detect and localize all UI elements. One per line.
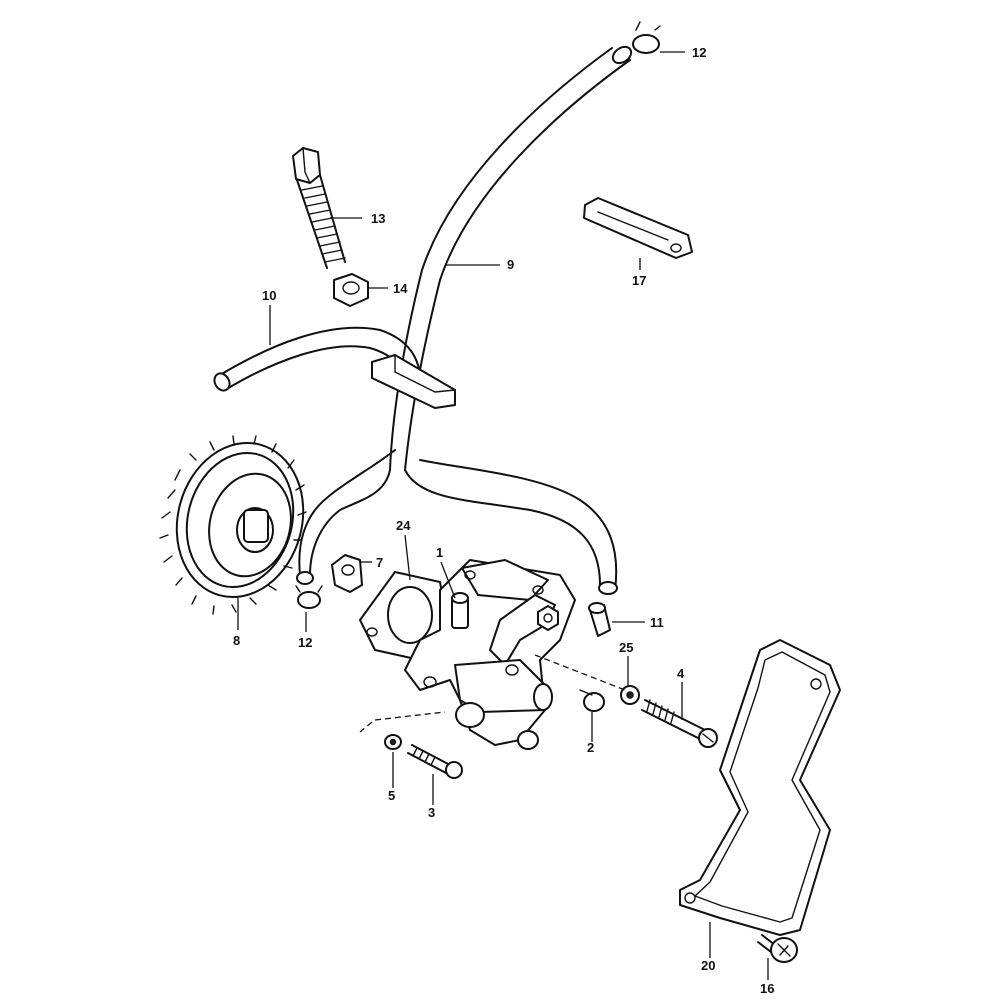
callout-12-top: 12 — [692, 45, 706, 60]
callout-4: 4 — [677, 666, 685, 681]
leader-lines — [237, 51, 769, 980]
bracket-17 — [583, 197, 693, 259]
callout-24: 24 — [396, 518, 411, 533]
callout-1: 1 — [436, 545, 443, 560]
hose-bracket — [371, 354, 456, 409]
plug-11 — [588, 602, 611, 637]
callout-20: 20 — [701, 958, 715, 973]
washer-5 — [384, 734, 402, 750]
callout-12-left: 12 — [298, 635, 312, 650]
hose-clip-12-left — [295, 585, 323, 609]
bolt-13 — [292, 147, 346, 269]
bolt-4 — [641, 699, 718, 748]
part-7-fitting — [331, 554, 363, 593]
hose-9 — [296, 45, 633, 595]
cover-gasket-20 — [679, 639, 841, 936]
callout-3: 3 — [428, 805, 435, 820]
oil-pump-1 — [404, 559, 576, 750]
nut-14 — [333, 273, 369, 307]
callout-8: 8 — [233, 633, 240, 648]
callout-9: 9 — [507, 257, 514, 272]
callout-11: 11 — [650, 615, 664, 630]
hose-clip-12-top — [632, 21, 661, 54]
screw-16 — [757, 934, 798, 963]
callout-25: 25 — [619, 640, 633, 655]
callout-13: 13 — [371, 211, 385, 226]
callout-16: 16 — [760, 981, 774, 996]
callout-labels: 12 13 9 14 17 10 24 1 7 8 12 11 25 4 2 5… — [233, 45, 774, 996]
washer-25 — [620, 685, 640, 705]
callout-17: 17 — [632, 273, 646, 288]
oil-pump-gear-8 — [159, 435, 307, 615]
callout-7: 7 — [376, 555, 383, 570]
bolt-3 — [407, 744, 463, 779]
callout-5: 5 — [388, 788, 395, 803]
screw-2 — [579, 689, 605, 712]
callout-10: 10 — [262, 288, 276, 303]
callout-14: 14 — [393, 281, 408, 296]
callout-2: 2 — [587, 740, 594, 755]
